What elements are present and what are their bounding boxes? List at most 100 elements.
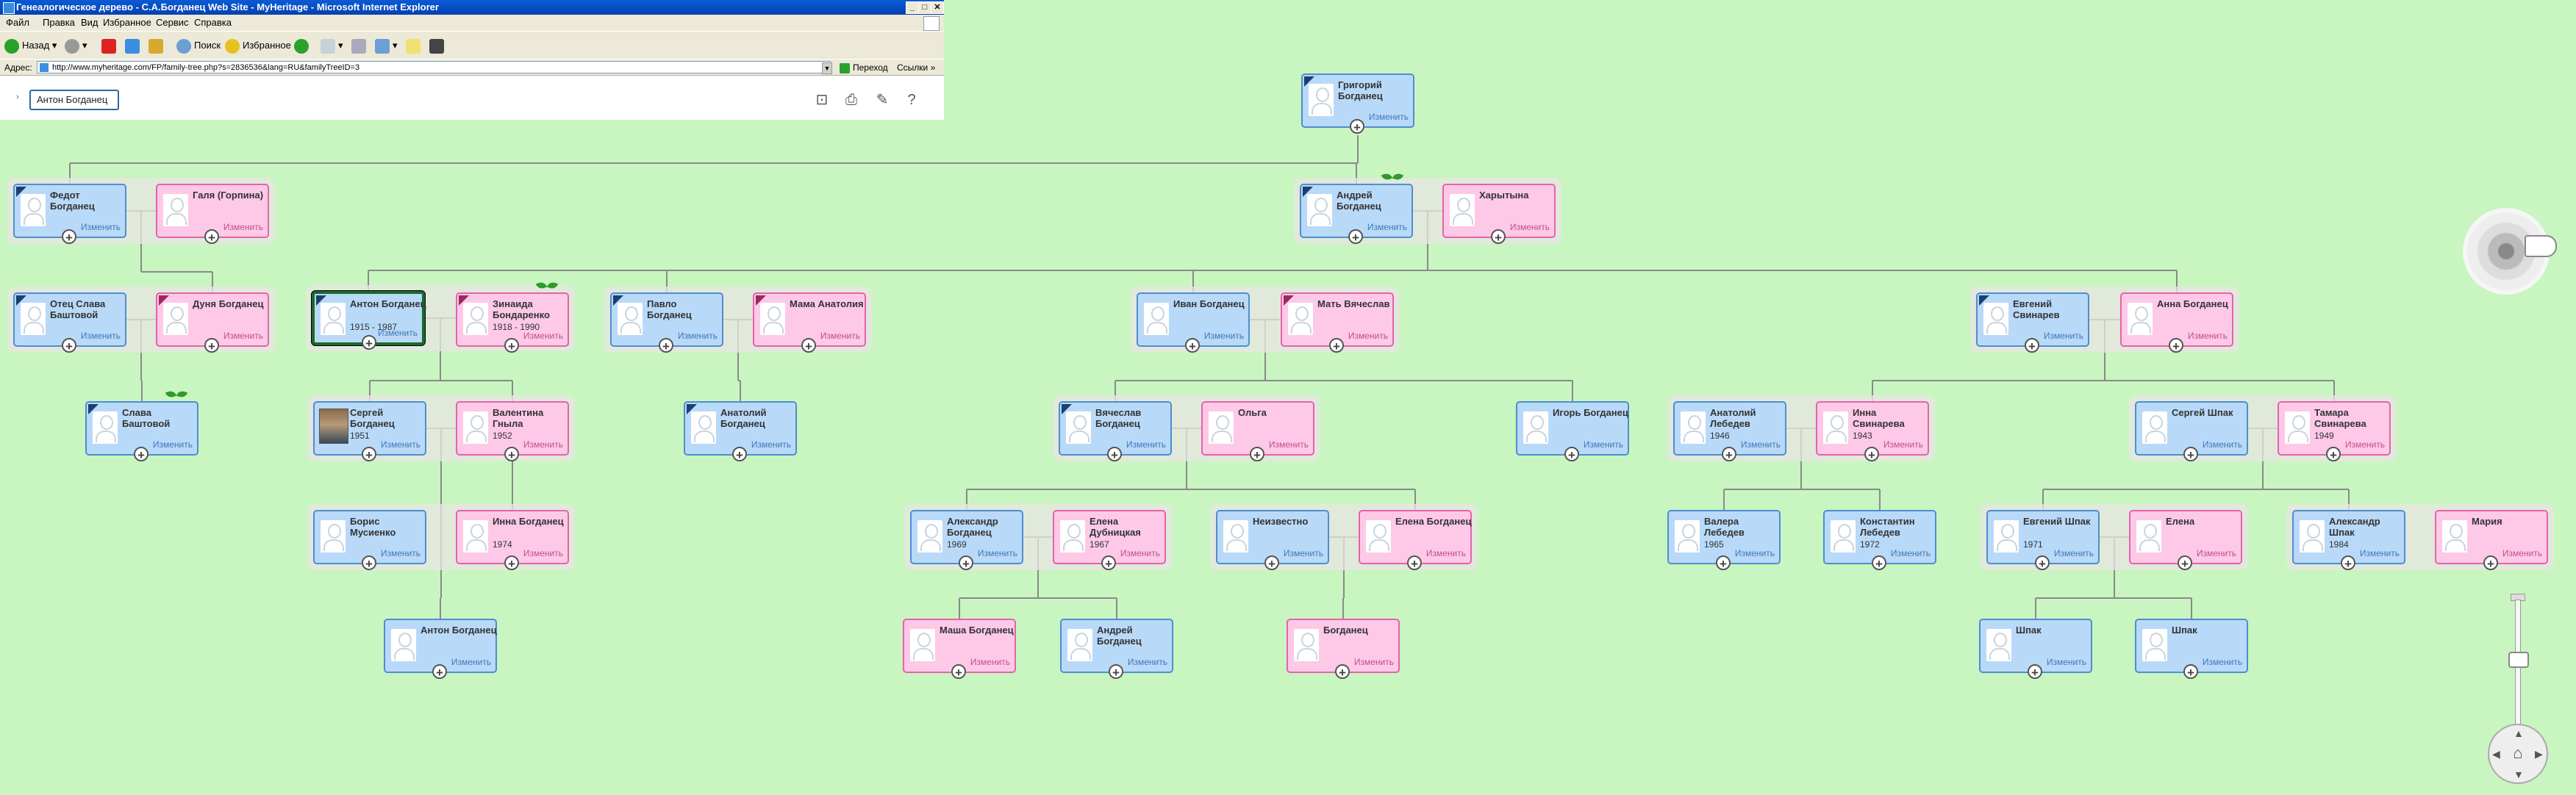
add-relative-plus-icon[interactable]: + bbox=[504, 555, 519, 571]
edit-link[interactable]: Изменить bbox=[2043, 331, 2083, 341]
pan-up-icon[interactable]: ▲ bbox=[2514, 727, 2524, 739]
edit-link[interactable]: Изменить bbox=[152, 439, 193, 450]
menu-favorites[interactable]: Избранное bbox=[103, 17, 151, 28]
edit-link[interactable]: Изменить bbox=[2202, 657, 2242, 667]
edit-link[interactable]: Изменить bbox=[80, 331, 121, 341]
pan-pad[interactable] bbox=[2488, 724, 2548, 784]
edit-link[interactable]: Изменить bbox=[377, 328, 418, 338]
edit-link[interactable]: Изменить bbox=[977, 548, 1017, 558]
search-button[interactable]: Поиск bbox=[176, 36, 221, 55]
breadcrumb-arrow-icon[interactable]: › bbox=[16, 93, 19, 101]
forward-button[interactable]: ▾ bbox=[65, 36, 87, 55]
refresh-button[interactable] bbox=[125, 36, 143, 55]
minimize-button[interactable]: _ bbox=[906, 1, 919, 14]
add-relative-plus-icon[interactable]: + bbox=[1329, 338, 1344, 353]
add-relative-plus-icon[interactable]: + bbox=[1491, 229, 1506, 245]
edit-link[interactable]: Изменить bbox=[223, 222, 263, 232]
add-relative-plus-icon[interactable]: + bbox=[204, 229, 219, 245]
edit-link[interactable]: Изменить bbox=[970, 657, 1010, 667]
edit-link[interactable]: Изменить bbox=[2359, 548, 2400, 558]
add-relative-plus-icon[interactable]: + bbox=[432, 664, 447, 680]
add-relative-plus-icon[interactable]: + bbox=[801, 338, 816, 353]
person-card-galya[interactable]: Галя (Горпина)Изменить+ bbox=[156, 184, 269, 245]
edit-link[interactable]: Изменить bbox=[1353, 657, 1394, 667]
back-button[interactable]: Назад ▾ bbox=[4, 36, 57, 55]
edit-link[interactable]: Изменить bbox=[380, 439, 421, 450]
edit-link[interactable]: Изменить bbox=[223, 331, 263, 341]
menu-file[interactable]: Файл bbox=[6, 17, 29, 28]
edit-link[interactable]: Изменить bbox=[677, 331, 718, 341]
edit-link[interactable]: Изменить bbox=[2344, 439, 2385, 450]
edit-link[interactable]: Изменить bbox=[2202, 439, 2242, 450]
add-relative-plus-icon[interactable]: + bbox=[2183, 447, 2198, 462]
edit-link[interactable]: Изменить bbox=[1203, 331, 1244, 341]
edit-link[interactable]: Изменить bbox=[1368, 112, 1409, 122]
history-button[interactable] bbox=[294, 36, 312, 55]
add-relative-plus-icon[interactable]: + bbox=[1564, 447, 1579, 462]
home-button[interactable] bbox=[149, 36, 166, 55]
add-relative-plus-icon[interactable]: + bbox=[2035, 555, 2050, 571]
leaf-icon[interactable] bbox=[1382, 172, 1404, 184]
edit-link[interactable]: Изменить bbox=[1120, 548, 1160, 558]
edit-link[interactable]: Изменить bbox=[1127, 657, 1167, 667]
pan-left-icon[interactable]: ◀ bbox=[2492, 748, 2500, 760]
add-relative-plus-icon[interactable]: + bbox=[1864, 447, 1879, 462]
edit-link[interactable]: Изменить bbox=[2502, 548, 2542, 558]
print-icon[interactable]: ⎙ bbox=[845, 92, 857, 108]
zoom-slider-handle[interactable] bbox=[2508, 652, 2529, 668]
research-button[interactable] bbox=[429, 36, 447, 55]
pan-right-icon[interactable]: ▶ bbox=[2535, 748, 2543, 760]
add-relative-plus-icon[interactable]: + bbox=[732, 447, 747, 462]
discuss-button[interactable] bbox=[406, 36, 423, 55]
edit-link[interactable]: Изменить bbox=[380, 548, 421, 558]
add-relative-plus-icon[interactable]: + bbox=[2169, 338, 2183, 353]
tree-view-icon[interactable]: ⊡ bbox=[815, 92, 829, 108]
go-button[interactable]: Переход bbox=[840, 60, 888, 76]
favorites-button[interactable]: Избранное bbox=[225, 36, 291, 55]
add-relative-plus-icon[interactable]: + bbox=[1264, 555, 1279, 571]
add-relative-plus-icon[interactable]: + bbox=[1716, 555, 1731, 571]
add-relative-plus-icon[interactable]: + bbox=[134, 447, 149, 462]
add-relative-plus-icon[interactable]: + bbox=[2483, 555, 2498, 571]
address-dropdown-icon[interactable]: ▼ bbox=[822, 62, 832, 74]
home-center-icon[interactable]: ⌂ bbox=[2513, 744, 2523, 762]
edit-link[interactable]: Изменить bbox=[2046, 657, 2086, 667]
mail-button[interactable]: ▾ bbox=[321, 36, 343, 55]
leaf-icon[interactable] bbox=[537, 281, 559, 292]
add-relative-plus-icon[interactable]: + bbox=[1722, 447, 1736, 462]
add-relative-plus-icon[interactable]: + bbox=[2178, 555, 2192, 571]
add-relative-plus-icon[interactable]: + bbox=[62, 229, 76, 245]
edit-link[interactable]: Изменить bbox=[1890, 548, 1931, 558]
pan-wheel-handle[interactable] bbox=[2525, 235, 2557, 257]
edit-link[interactable]: Изменить bbox=[1348, 331, 1388, 341]
address-input[interactable]: http://www.myheritage.com/FP/family-tree… bbox=[37, 61, 831, 73]
menu-view[interactable]: Вид bbox=[81, 17, 99, 28]
add-relative-plus-icon[interactable]: + bbox=[1407, 555, 1422, 571]
add-relative-plus-icon[interactable]: + bbox=[659, 338, 673, 353]
edit-link[interactable]: Изменить bbox=[523, 439, 563, 450]
